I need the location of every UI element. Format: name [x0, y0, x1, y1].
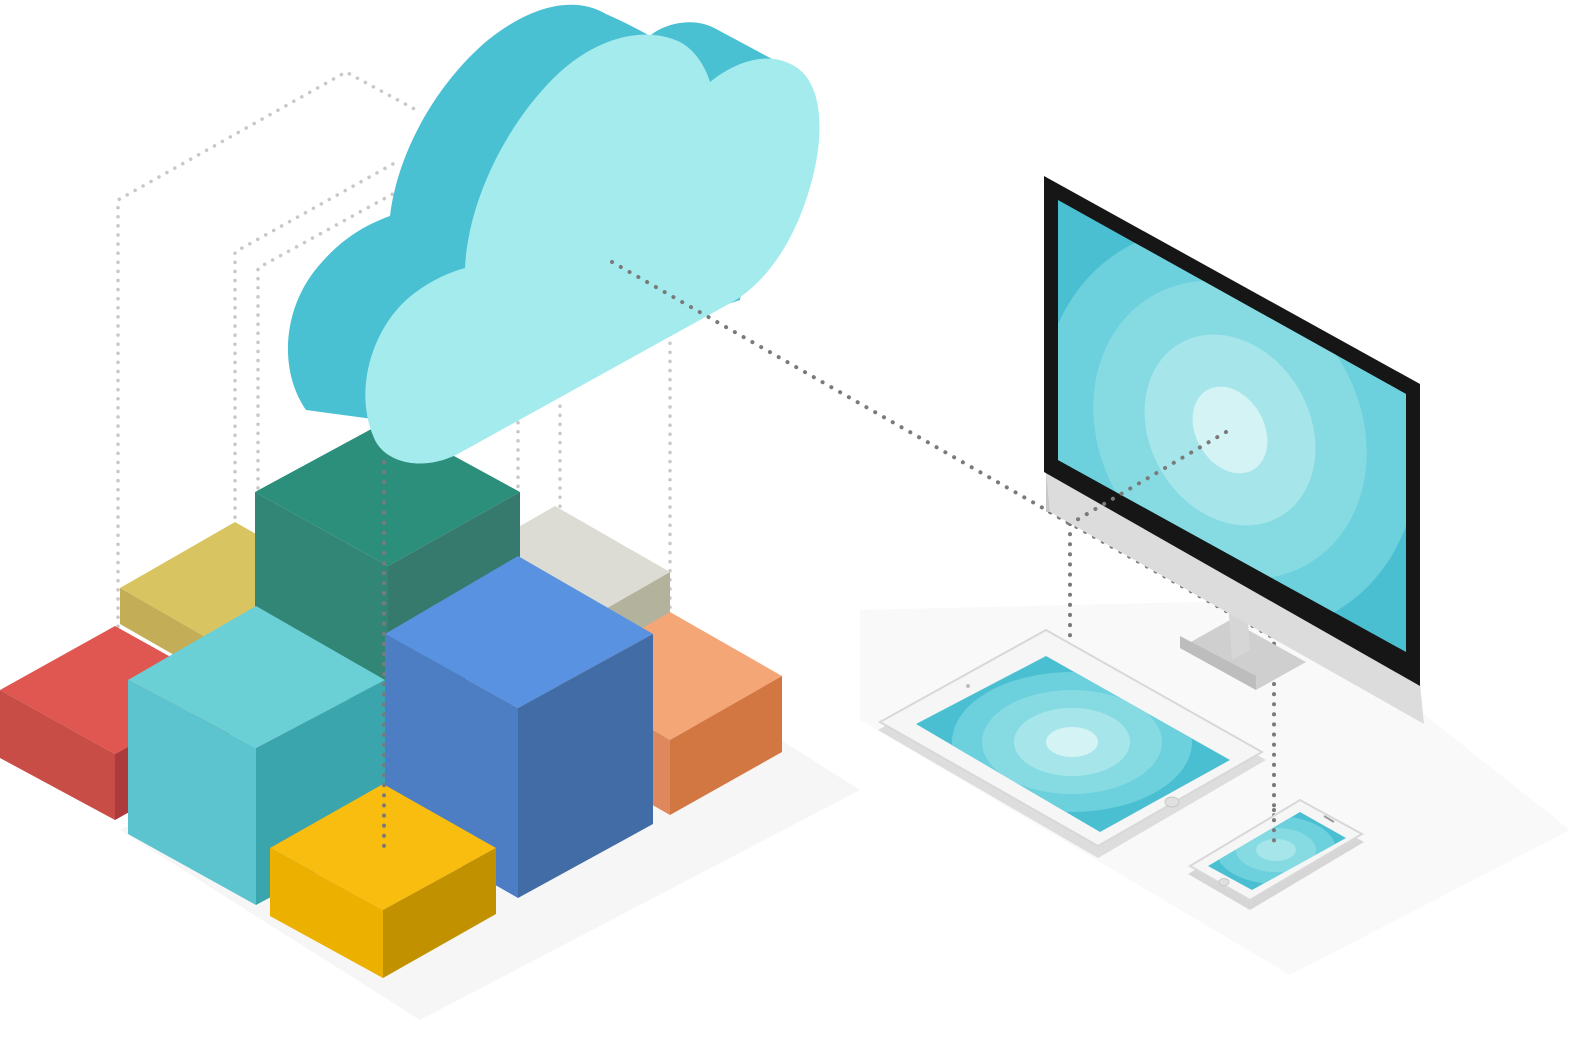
tablet-icon: [877, 628, 1266, 858]
data-cube-icon: [385, 556, 653, 898]
cloud-icon: [287, 4, 820, 464]
phone-icon: [1188, 798, 1365, 910]
